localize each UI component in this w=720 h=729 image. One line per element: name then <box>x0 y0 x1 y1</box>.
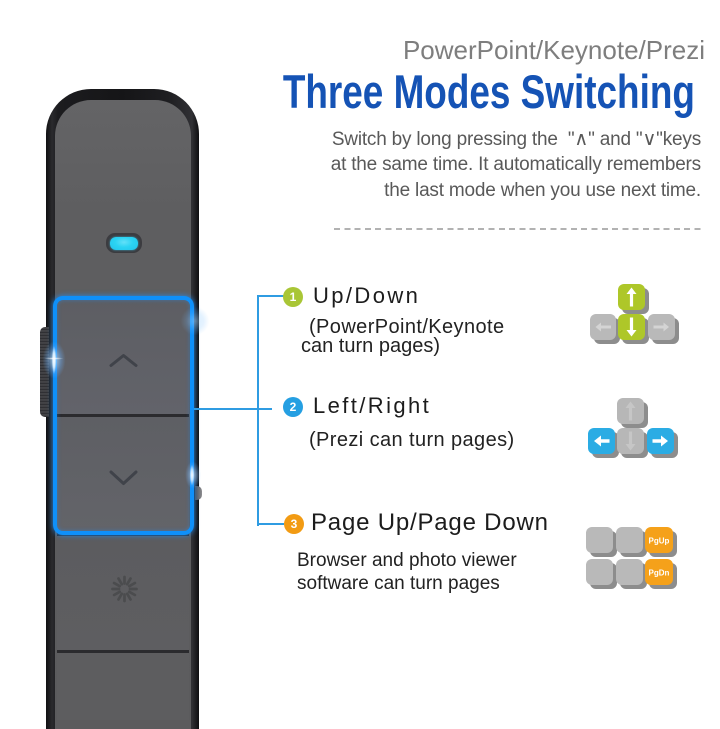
svg-text:PgDn: PgDn <box>649 569 670 578</box>
svg-text:PgUp: PgUp <box>649 537 670 546</box>
